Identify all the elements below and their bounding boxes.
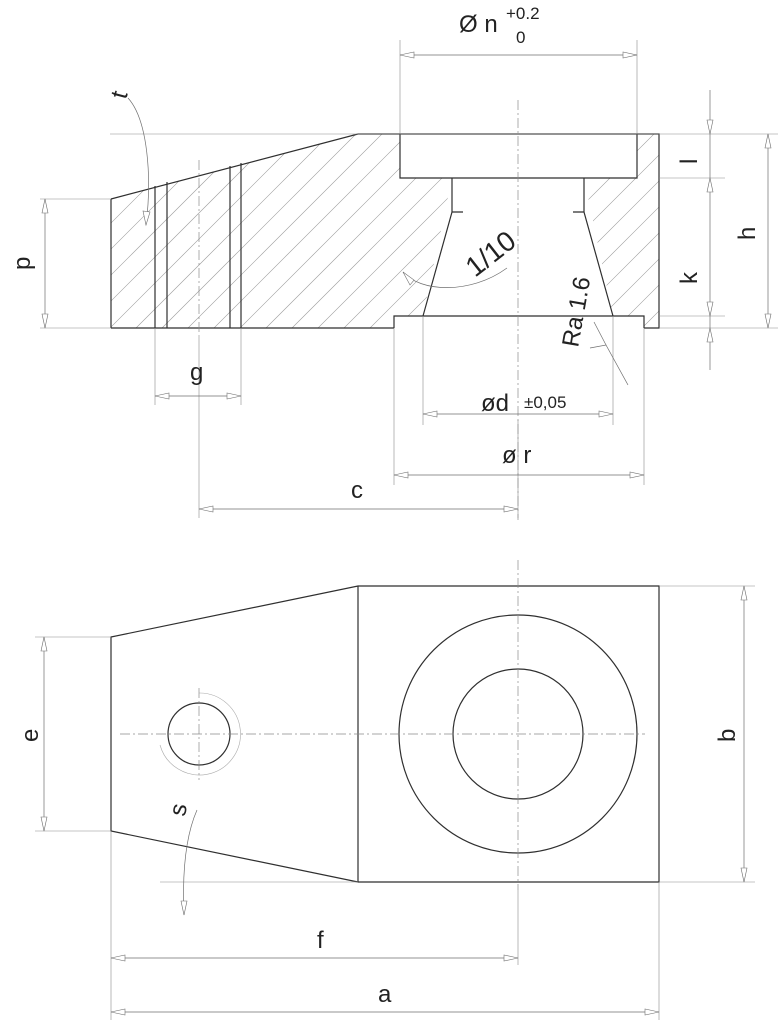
hatch-line: [341, 134, 452, 328]
hatch-line: [211, 134, 413, 328]
label-taper: 1/10: [460, 225, 522, 283]
hatch-line: [111, 134, 231, 328]
hatch-line: [315, 134, 452, 328]
hatch-line: [445, 134, 452, 328]
label-s: s: [164, 802, 193, 819]
section-view: Ø n +0.2 0 t l h k p 1/10 Ra 1.6 g ød ±0…: [0, 4, 778, 520]
roughness-leader: [589, 344, 629, 386]
hatch-line: [289, 134, 452, 328]
label-roughness: Ra 1.6: [557, 275, 596, 349]
hatch-line: [263, 134, 452, 328]
label-a: a: [378, 981, 392, 1008]
hatch-line: [584, 134, 659, 328]
hatch-line: [111, 134, 179, 328]
hatch-line: [393, 134, 452, 328]
label-e: e: [17, 729, 44, 742]
hatch-line: [584, 134, 659, 328]
bottom-recess-outline: [393, 315, 645, 328]
plan-view: e b s f a: [17, 560, 755, 1020]
label-d-tol: ±0,05: [524, 393, 566, 412]
label-c: c: [351, 477, 363, 504]
label-l: l: [676, 159, 703, 164]
label-h: h: [734, 227, 761, 240]
hatch-line: [111, 134, 153, 328]
label-bore-tol-lower: 0: [516, 28, 525, 47]
hatch-line: [0, 130, 100, 330]
hatch-line: [133, 134, 335, 328]
label-p: p: [9, 257, 36, 270]
angle-s-arc: [183, 809, 198, 916]
section-arrowheads: [41, 51, 772, 513]
label-k: k: [676, 271, 703, 284]
hatch-line: [111, 134, 283, 328]
hatch-line: [380, 130, 580, 330]
hatch-line: [367, 134, 452, 328]
hatch-line: [111, 134, 205, 328]
hatch-line: [111, 134, 127, 328]
label-t: t: [106, 88, 134, 102]
label-r: ø r: [502, 442, 531, 469]
hatch-line: [111, 134, 309, 328]
counterbore-outline: [399, 133, 638, 179]
hatch-line: [613, 134, 659, 328]
label-f: f: [317, 927, 324, 954]
label-bore-n: Ø n: [459, 11, 498, 38]
hatch-line: [584, 134, 659, 328]
hatch-line: [584, 134, 659, 328]
hatch-line: [111, 134, 257, 328]
label-d: ød: [481, 390, 509, 417]
hatch-line: [237, 134, 439, 328]
label-g: g: [190, 359, 203, 386]
angle-t-arc: [127, 97, 149, 226]
tapered-bore-outline: [422, 178, 614, 317]
label-bore-tol-upper: +0.2: [506, 4, 540, 23]
hatch-line: [159, 134, 361, 328]
hatch-line: [584, 134, 633, 328]
hole-g-thread-arc: [159, 692, 241, 776]
hatch-line: [185, 134, 387, 328]
plan-arrowheads: [40, 585, 748, 1016]
label-b: b: [714, 729, 741, 742]
hatch-line: [587, 134, 659, 328]
section-hatching: [0, 130, 452, 330]
